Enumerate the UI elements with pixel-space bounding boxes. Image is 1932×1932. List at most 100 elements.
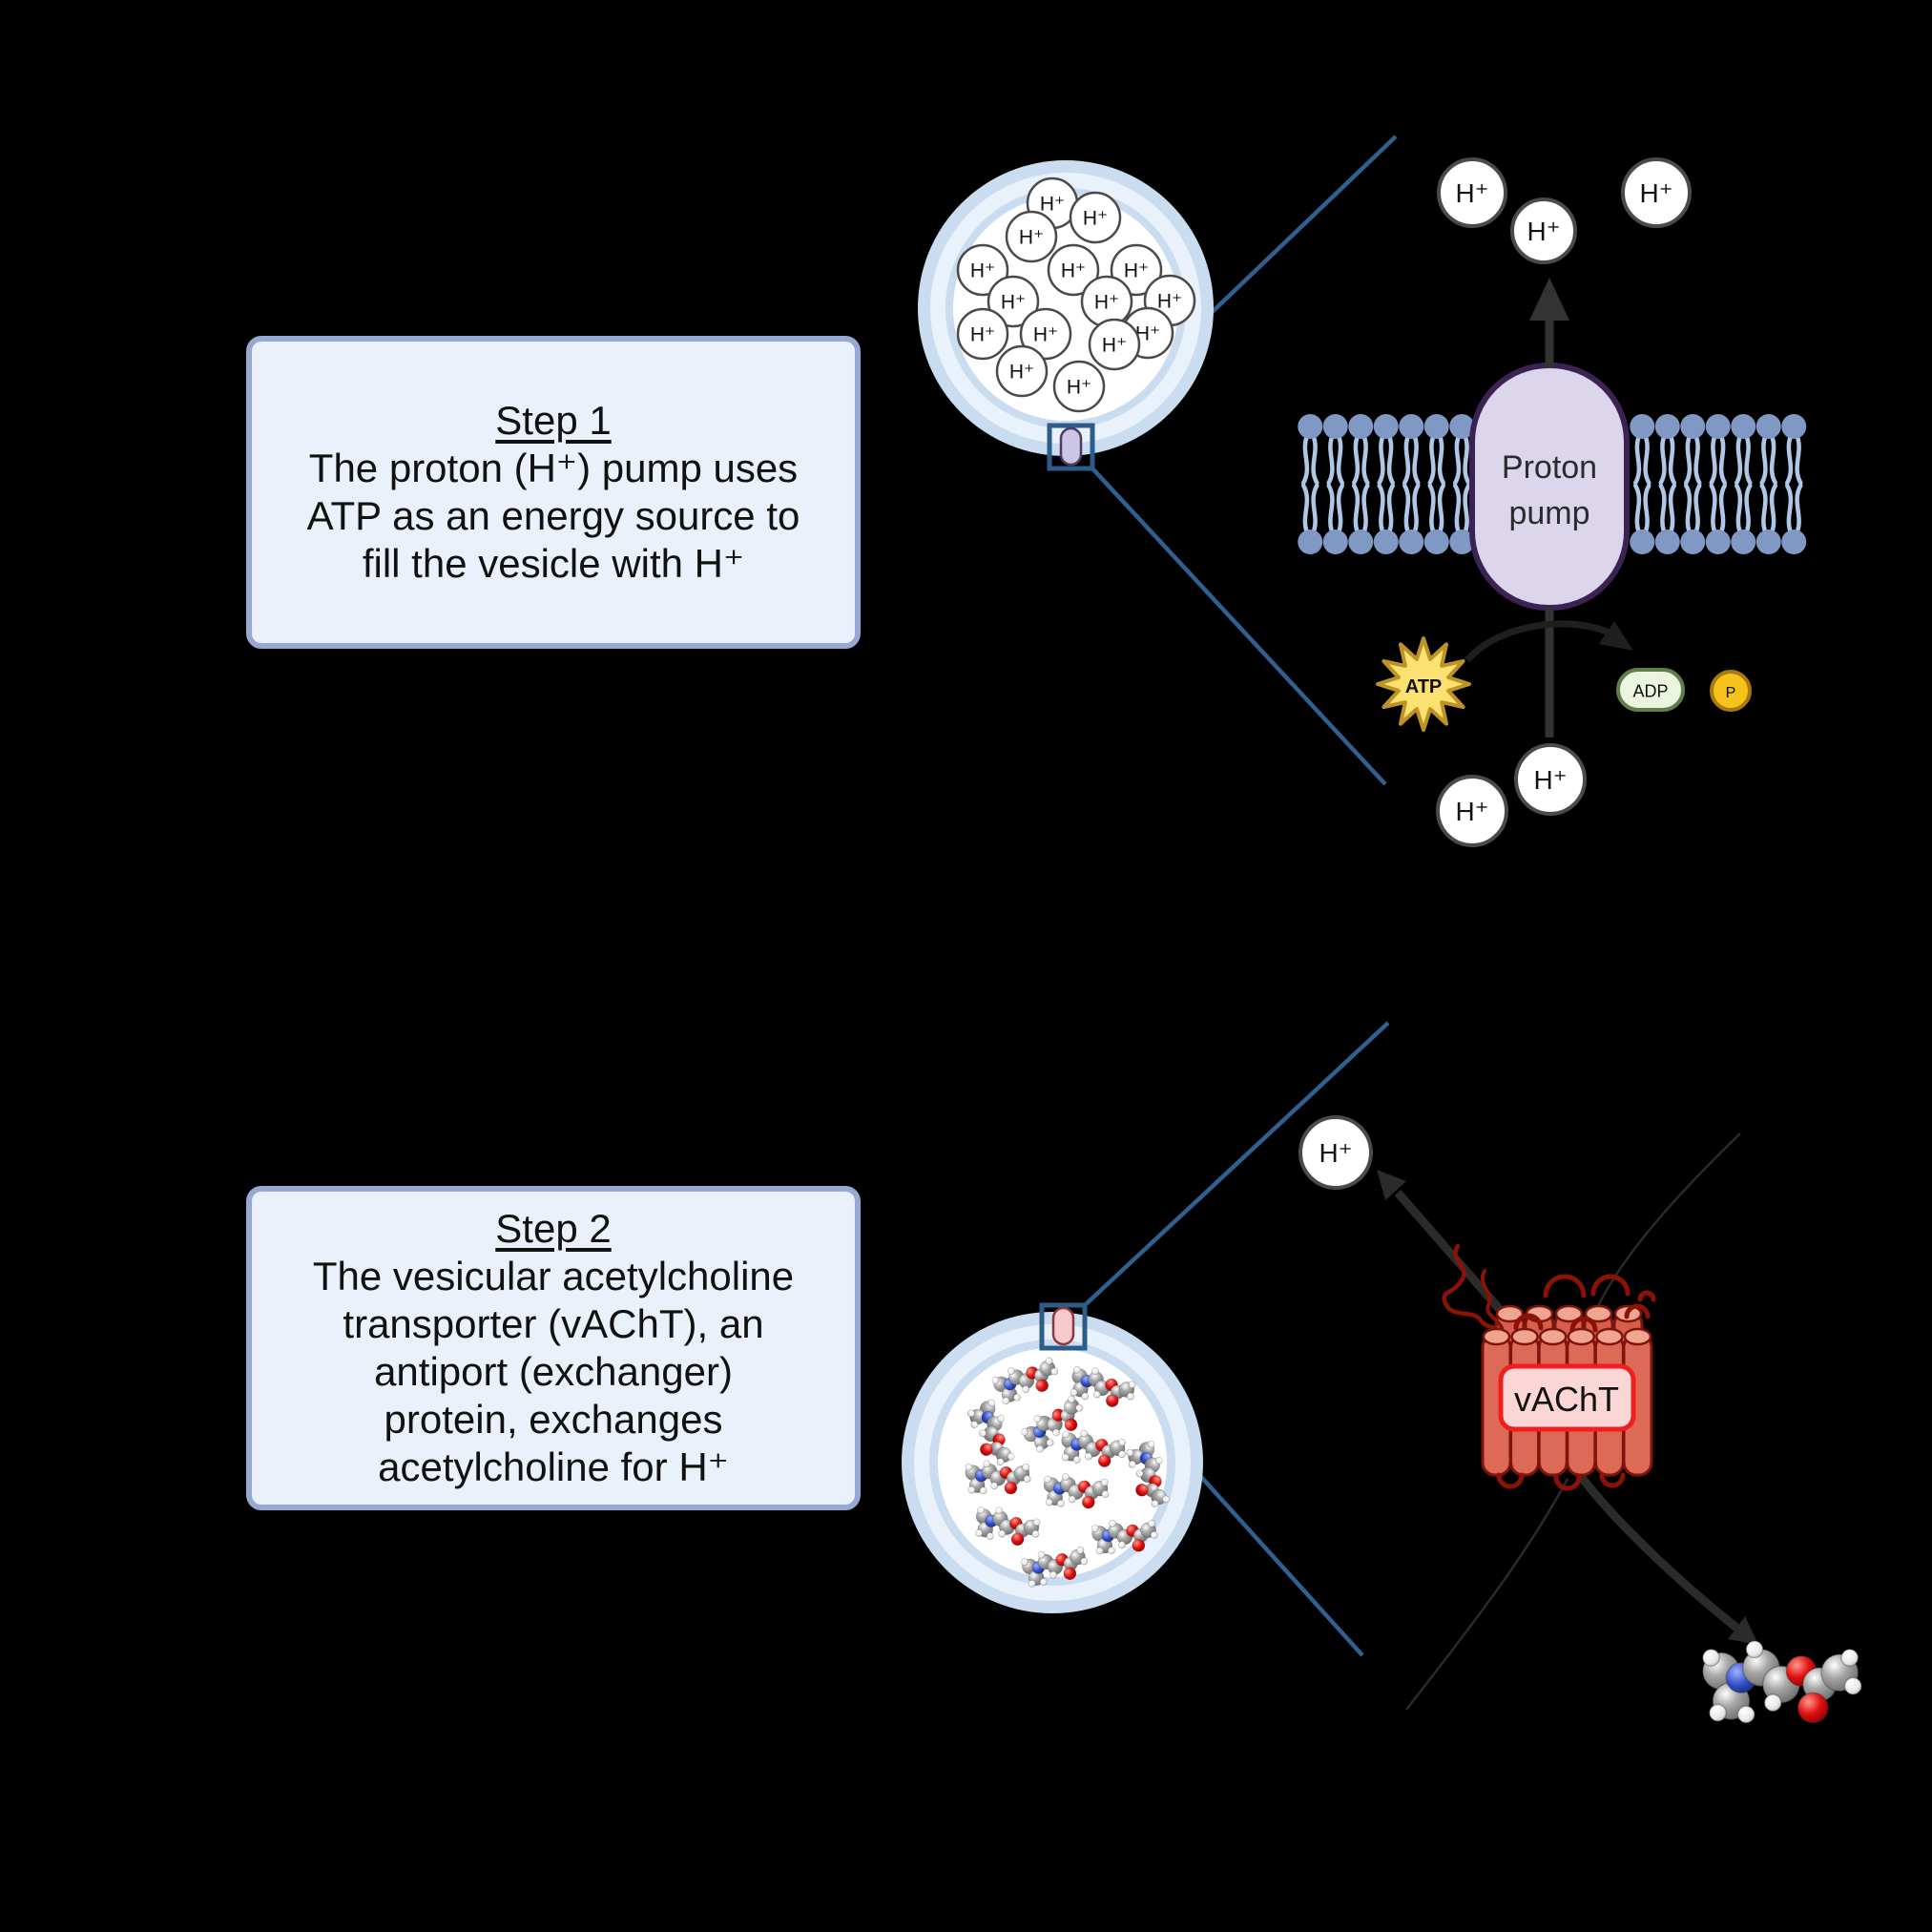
atom-red bbox=[1035, 1379, 1049, 1392]
step2-body-line: antiport (exchanger) bbox=[374, 1349, 733, 1394]
atom-white bbox=[1023, 1475, 1031, 1484]
atom-white bbox=[1046, 1439, 1054, 1447]
vacht-cylinder-top bbox=[1495, 1304, 1525, 1323]
vacht-loop bbox=[1513, 1313, 1544, 1331]
lipid-head bbox=[1654, 414, 1680, 439]
vacht-cylinder-top bbox=[1595, 1327, 1624, 1346]
h-out-arrowhead bbox=[1377, 1170, 1406, 1200]
vacht-loop bbox=[1590, 1274, 1631, 1297]
atom-white bbox=[979, 1429, 987, 1438]
h-ion-label: H⁺ bbox=[1157, 291, 1182, 313]
atom-gray bbox=[1064, 1399, 1080, 1415]
vacht-cylinder-top bbox=[1567, 1327, 1596, 1346]
inset-zoom-box bbox=[1039, 1302, 1088, 1351]
h-ion: H⁺ bbox=[1019, 307, 1072, 361]
antiport-exchange-arrows bbox=[1377, 1132, 1758, 1711]
atom-white bbox=[1073, 1366, 1081, 1374]
atom-white bbox=[1101, 1490, 1110, 1498]
atom-white bbox=[1095, 1547, 1104, 1555]
lipid-tail bbox=[1326, 483, 1335, 533]
lipid-head bbox=[1680, 530, 1706, 554]
lipid-head bbox=[1705, 414, 1731, 439]
atom-white bbox=[1061, 1453, 1070, 1462]
atom-red bbox=[1132, 1539, 1146, 1552]
lipid-tail bbox=[1427, 435, 1436, 486]
arrow-tail-lower bbox=[1545, 608, 1554, 737]
lipid-tail bbox=[1658, 435, 1667, 486]
lipid-tail bbox=[1769, 483, 1777, 533]
atp-adp-arrowhead bbox=[1599, 621, 1633, 651]
lipid-tail bbox=[1693, 483, 1702, 533]
phosphate-badge bbox=[1710, 670, 1752, 712]
lipid-tail bbox=[1718, 435, 1727, 486]
atom-white bbox=[965, 1464, 973, 1471]
adp-label: ADP bbox=[1632, 681, 1668, 700]
lipid-tail bbox=[1427, 483, 1436, 533]
lipid-tail bbox=[1633, 483, 1642, 533]
lipid-tail bbox=[1301, 435, 1310, 486]
acetylcholine-molecule bbox=[1091, 1519, 1158, 1555]
lipid-head bbox=[1654, 530, 1680, 554]
acetylcholine-molecule bbox=[1021, 1546, 1089, 1588]
lipid-head bbox=[1373, 530, 1399, 554]
atom-white bbox=[1049, 1570, 1057, 1579]
lipid-head bbox=[1781, 530, 1807, 554]
atom-white bbox=[1148, 1519, 1156, 1527]
exchange-thin-curve-top bbox=[1590, 1132, 1741, 1319]
atom-white bbox=[1840, 1649, 1859, 1667]
atom-white bbox=[1076, 1546, 1085, 1554]
atom-white bbox=[1013, 1393, 1022, 1402]
lipid-tail bbox=[1735, 483, 1743, 533]
vacht-label: vAChT bbox=[1514, 1380, 1619, 1419]
lipid-tail bbox=[1643, 483, 1652, 533]
h-ion: H⁺ bbox=[1436, 775, 1508, 847]
atom-white bbox=[1084, 1452, 1092, 1461]
atom-white bbox=[1075, 1403, 1084, 1412]
lipid-tail bbox=[1744, 483, 1753, 533]
step1-body-line: The proton (H⁺) pump uses bbox=[308, 446, 799, 490]
lipid-head bbox=[1322, 530, 1348, 554]
lipid-head bbox=[1630, 414, 1655, 439]
atom-white bbox=[983, 1460, 991, 1468]
atom-white bbox=[1044, 1475, 1051, 1484]
atom-white bbox=[977, 1506, 986, 1514]
lipid-tail bbox=[1377, 483, 1385, 533]
atom-white bbox=[1091, 1525, 1099, 1532]
acetylcholine-molecule bbox=[1070, 1366, 1136, 1407]
vacht-loop bbox=[1553, 1474, 1582, 1491]
atom-white bbox=[966, 1409, 975, 1418]
lipid-tail bbox=[1453, 435, 1462, 486]
atom-white bbox=[1072, 1456, 1081, 1464]
lipid-head bbox=[1298, 414, 1323, 439]
lipid-tail bbox=[1361, 483, 1370, 533]
h-ion: H⁺ bbox=[1047, 243, 1100, 297]
arrow-shaft bbox=[1545, 319, 1554, 368]
atom-white bbox=[1763, 1693, 1782, 1713]
atom-red bbox=[1106, 1394, 1119, 1407]
atom-white bbox=[1036, 1444, 1045, 1453]
membrane-protein-pill bbox=[1059, 426, 1083, 467]
lipid-tail bbox=[1336, 483, 1344, 533]
lipid-bilayer bbox=[1298, 414, 1807, 554]
h-ion: H⁺ bbox=[987, 275, 1040, 328]
atom-white bbox=[1080, 1429, 1089, 1438]
lipid-tail bbox=[1386, 483, 1395, 533]
h-ion-label: H⁺ bbox=[1456, 797, 1489, 826]
acetylcholine-molecule bbox=[1126, 1440, 1170, 1507]
lipid-tail bbox=[1633, 435, 1642, 486]
lipid-tail bbox=[1744, 435, 1753, 486]
atom-white bbox=[1022, 1385, 1030, 1393]
atom-white bbox=[1031, 1529, 1040, 1538]
h-ion: H⁺ bbox=[956, 307, 1009, 361]
atom-red bbox=[1004, 1481, 1018, 1495]
lipid-tail bbox=[1377, 435, 1385, 486]
proton-pump-label-line1: Proton bbox=[1502, 449, 1597, 486]
atom-white bbox=[1843, 1676, 1862, 1695]
lipid-head bbox=[1423, 414, 1449, 439]
acetylcholine-molecule bbox=[965, 1460, 1031, 1495]
lipid-tail bbox=[1684, 435, 1693, 486]
h-ion: H⁺ bbox=[1005, 210, 1058, 263]
vacht-cylinder-top bbox=[1554, 1304, 1584, 1323]
atp-hydrolysis: ATP ADP P bbox=[1376, 620, 1752, 732]
lipid-head bbox=[1449, 530, 1475, 554]
